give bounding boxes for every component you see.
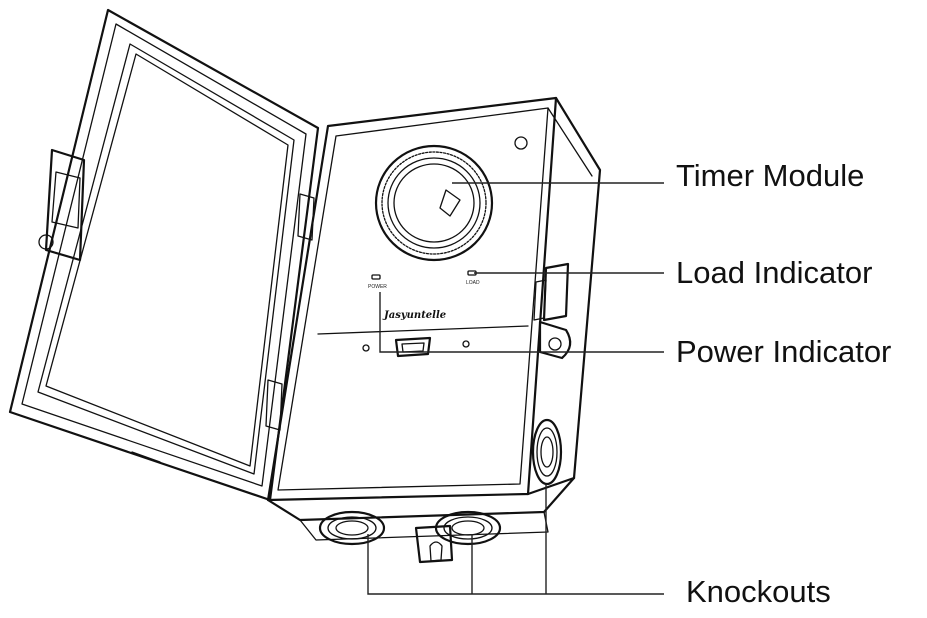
power-indicator-label: Power Indicator (676, 334, 891, 369)
power-led-label: POWER (368, 284, 387, 290)
knockouts-leader (367, 484, 664, 595)
knockout-middle (434, 510, 502, 546)
load-led-label: LOAD (466, 280, 480, 286)
knockouts (318, 418, 563, 564)
indicator-panel: POWER LOAD Jasyuntelle (368, 270, 480, 321)
enclosure-body (266, 96, 602, 541)
callout-labels: Timer Module Load Indicator Power Indica… (676, 158, 891, 609)
load-indicator-label: Load Indicator (676, 255, 872, 290)
knockouts-label: Knockouts (686, 574, 831, 609)
timer-module-dial (374, 144, 494, 262)
brand-logo: Jasyuntelle (382, 310, 446, 321)
enclosure-lid (8, 8, 320, 502)
knockout-left (318, 510, 386, 546)
timer-module-label: Timer Module (676, 158, 864, 193)
knockout-side (531, 418, 563, 486)
power-indicator-leader (379, 292, 664, 353)
leader-lines (367, 182, 664, 595)
